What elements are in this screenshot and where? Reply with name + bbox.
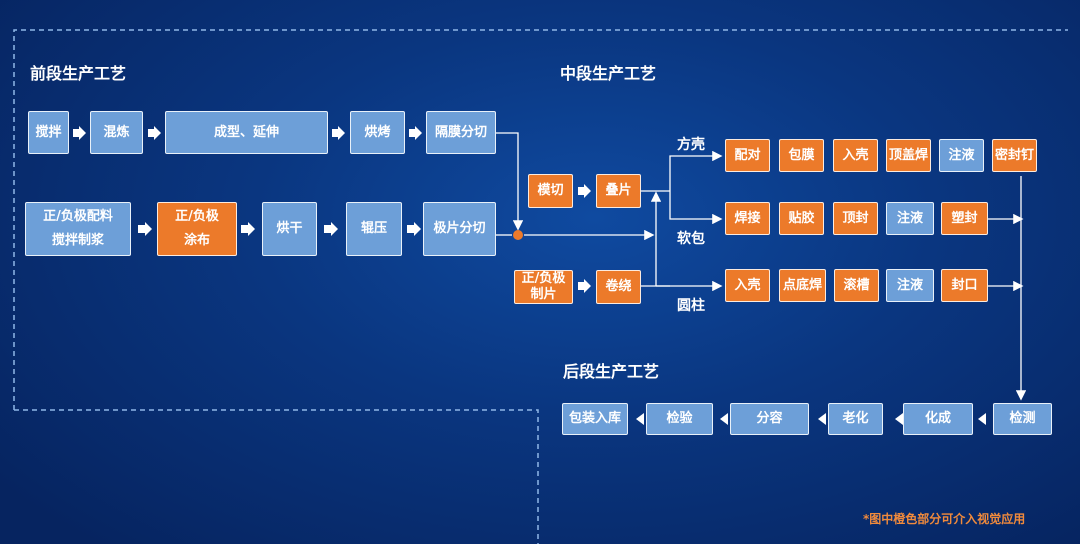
- merge-point: [513, 230, 523, 240]
- back-row-arrows: [636, 413, 986, 425]
- step-aging: 老化: [828, 403, 883, 435]
- step-electrode-slitting: 极片分切: [423, 202, 496, 256]
- step-winding: 卷绕: [596, 270, 641, 304]
- step-electrode-making: 正/负极 制片: [514, 270, 573, 304]
- step-kneading: 混炼: [90, 111, 143, 154]
- step-top-cover-welding: 顶盖焊: [886, 139, 931, 172]
- step-mixing: 搅拌: [28, 111, 69, 154]
- step-wrapping-film: 包膜: [779, 139, 824, 172]
- step-baking: 烘烤: [350, 111, 405, 154]
- middle-section-title: 中段生产工艺: [560, 64, 657, 83]
- step-top-sealing: 顶封: [833, 202, 878, 235]
- step-drying: 烘干: [262, 202, 317, 256]
- step-filling-pouch: 注液: [886, 202, 934, 235]
- step-bottom-spot-welding: 点底焊: [779, 269, 826, 302]
- step-coating-line1: 正/负极: [175, 209, 219, 224]
- line-branch-pouch: [669, 191, 723, 225]
- step-grooving: 滚槽: [834, 269, 879, 302]
- dashed-frame-bottom: [14, 409, 539, 544]
- step-batching-slurry: 正/负极配料 搅拌制浆: [25, 202, 131, 256]
- step-sealing-pin: 密封钉: [992, 139, 1037, 172]
- step-welding-pouch: 焊接: [725, 202, 770, 235]
- step-packaging-storage: 包装入库: [562, 403, 628, 435]
- branch-label-cylinder: 圆柱: [677, 298, 705, 314]
- step-casing-prismatic: 入壳: [833, 139, 878, 172]
- branch-label-prismatic: 方壳: [677, 137, 705, 153]
- step-forming-stretching: 成型、延伸: [165, 111, 328, 154]
- step-separator-slitting: 隔膜分切: [426, 111, 496, 154]
- step-formation: 化成: [903, 403, 973, 435]
- step-batching-line1: 正/负极配料: [43, 209, 113, 224]
- step-pairing: 配对: [725, 139, 770, 172]
- branch-label-pouch: 软包: [677, 231, 705, 247]
- step-plastic-sealing: 塑封: [941, 202, 988, 235]
- step-batching-line2: 搅拌制浆: [51, 233, 104, 248]
- legend-note: *图中橙色部分可介入视觉应用: [863, 512, 1026, 526]
- dashed-frame: [13, 29, 1068, 410]
- step-coating: 正/负极 涂布: [157, 202, 237, 256]
- front-row1-arrows: [73, 126, 422, 140]
- front-section-title: 前段生产工艺: [30, 64, 127, 83]
- line-branch-prismatic: [669, 150, 723, 191]
- line-separator-to-merge: [496, 132, 524, 231]
- step-inspection: 检测: [993, 403, 1052, 435]
- step-grading: 分容: [730, 403, 809, 435]
- step-capping: 封口: [941, 269, 988, 302]
- front-row2-arrows: [138, 222, 421, 236]
- back-section-title: 后段生产工艺: [563, 362, 660, 381]
- step-stacking: 叠片: [596, 174, 641, 208]
- step-filling-prismatic: 注液: [939, 139, 984, 172]
- middle-arrows: [578, 184, 591, 293]
- step-verification: 检验: [646, 403, 713, 435]
- step-rolling: 辊压: [346, 202, 402, 256]
- step-die-cutting: 模切: [528, 174, 573, 208]
- step-casing-cylinder: 入壳: [725, 269, 770, 302]
- step-electrode-line2: 制片: [530, 287, 557, 302]
- step-electrode-line1: 正/负极: [521, 271, 566, 286]
- step-filling-cylinder: 注液: [886, 269, 934, 302]
- step-coating-line2: 涂布: [183, 233, 210, 248]
- step-taping: 贴胶: [779, 202, 824, 235]
